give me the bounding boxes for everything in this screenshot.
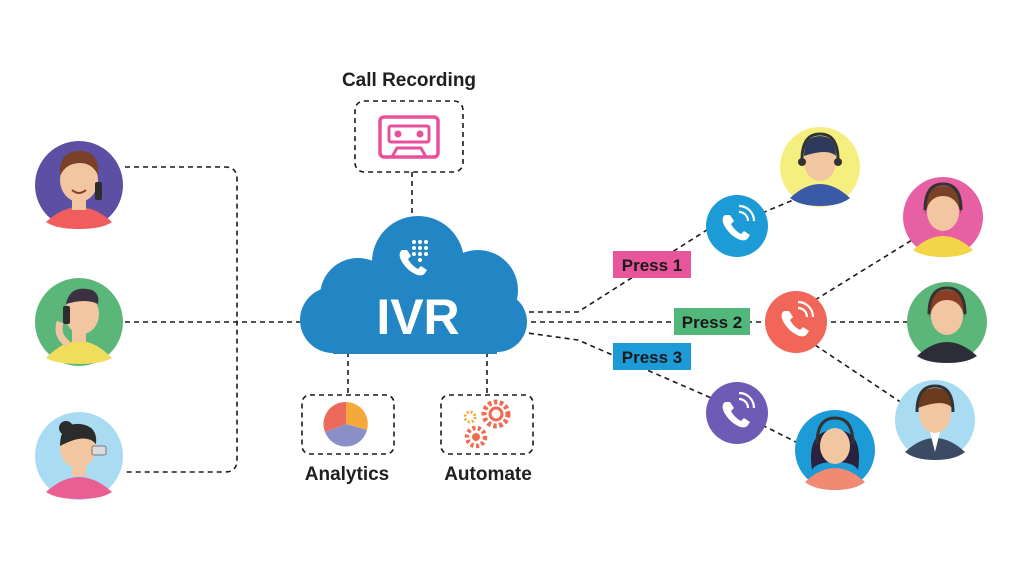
press-1-label: Press 1 xyxy=(622,256,683,275)
press-2-option: Press 2 xyxy=(674,308,750,335)
press-3-badge xyxy=(613,343,691,370)
analytics-box xyxy=(301,394,395,455)
automate-box xyxy=(440,394,534,455)
call-recording-box xyxy=(354,100,464,173)
phone2-agent4-connector xyxy=(814,344,906,406)
cassette-tape-icon xyxy=(378,115,440,159)
agent-man-headset-icon xyxy=(895,380,975,460)
caller-woman-phone-icon xyxy=(35,412,123,500)
press-3-label: Press 3 xyxy=(622,348,683,367)
caller-man-mobile-icon xyxy=(35,278,123,366)
phone-call-icon xyxy=(706,195,768,257)
press3-connector xyxy=(519,331,717,401)
agent-man-headset-icon xyxy=(780,127,860,207)
phone2-agent2-connector xyxy=(814,239,913,301)
caller-man-phone-icon xyxy=(35,141,123,229)
agent-woman-headset-icon xyxy=(795,410,875,490)
phone-call-icon xyxy=(706,382,768,444)
ivr-cloud: IVR xyxy=(300,216,527,354)
pie-chart-icon xyxy=(323,401,368,447)
analytics-label: Analytics xyxy=(305,464,389,485)
press-2-badge xyxy=(674,308,750,335)
call-recording-label: Call Recording xyxy=(342,70,476,91)
press-2-label: Press 2 xyxy=(682,313,743,332)
gears-icon xyxy=(463,399,511,449)
press-1-badge xyxy=(613,251,691,278)
phone-call-icon xyxy=(765,291,827,353)
agent-woman-headset-icon xyxy=(903,177,983,257)
press-3-option: Press 3 xyxy=(613,343,691,370)
agent-woman-headset-icon xyxy=(907,282,987,363)
phone-keypad-icon xyxy=(399,240,428,276)
ivr-label: IVR xyxy=(376,289,459,345)
press-1-option: Press 1 xyxy=(613,251,691,278)
automate-label: Automate xyxy=(444,464,532,485)
caller-bracket-connector xyxy=(125,166,238,473)
